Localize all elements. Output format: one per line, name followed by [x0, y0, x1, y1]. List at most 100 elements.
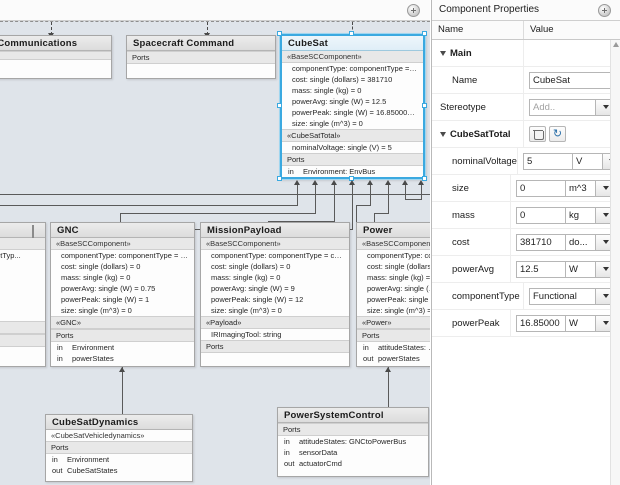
port-label: Environment: EnvBus	[303, 167, 376, 176]
port-label: CubeSatStates	[67, 466, 118, 475]
port-direction: in	[52, 455, 58, 464]
stereotype-field[interactable]: Add..	[529, 98, 596, 116]
property-row-powerpeak[interactable]: powerPeak 16.85000 W	[432, 310, 620, 337]
row-label-cell: CubeSatTotal	[432, 121, 524, 147]
arrow-up	[402, 180, 408, 185]
property-row-cost[interactable]: cost 381710 do...	[432, 229, 620, 256]
properties-column-header: Name Value	[432, 21, 620, 40]
selection-handle[interactable]	[422, 176, 427, 181]
trash-icon[interactable]	[529, 126, 546, 142]
property-row-main[interactable]: Main	[432, 40, 620, 67]
wire-segment	[356, 205, 371, 206]
wire-segment	[388, 367, 389, 407]
row-label: powerAvg	[452, 263, 495, 275]
port-direction: in	[363, 343, 369, 352]
block-spacecraft-command[interactable]: Spacecraft Command Ports	[126, 35, 276, 79]
wire-segment	[405, 185, 406, 199]
property-row-componenttype[interactable]: componentType Functional	[432, 283, 620, 310]
chevron-down-icon[interactable]	[440, 51, 446, 56]
size-unit[interactable]: m^3	[566, 179, 596, 197]
cost-field[interactable]: 381710	[516, 233, 566, 251]
properties-close-icon[interactable]	[598, 4, 611, 17]
block-stereotype-2: «Power»	[357, 316, 430, 329]
block-property: componentType: componentType = component…	[211, 251, 349, 260]
block-title	[0, 223, 45, 238]
arrow-up	[418, 180, 424, 185]
selection-handle[interactable]	[277, 176, 282, 181]
block-section	[0, 321, 45, 334]
poweravg-unit[interactable]: W	[566, 260, 596, 278]
block-ground-communications[interactable]: Ground Communications	[0, 35, 112, 79]
block-property: cost: single (dollars) = 0	[61, 262, 141, 271]
port-label: powerStates	[378, 354, 420, 363]
nominalvoltage-unit[interactable]: V	[572, 152, 603, 170]
row-label: Stereotype	[440, 101, 486, 113]
row-label-cell: nominalVoltage	[432, 148, 518, 174]
selection-handle[interactable]	[422, 103, 427, 108]
property-row-mass[interactable]: mass 0 kg	[432, 202, 620, 229]
poweravg-field[interactable]: 12.5	[516, 260, 566, 278]
row-value-cell: 16.85000 W	[511, 310, 620, 336]
block-cubesat[interactable]: CubeSat «BaseSCComponent» componentType:…	[280, 34, 425, 179]
block-power[interactable]: Power «BaseSCComponent» componentType: c…	[356, 222, 430, 367]
block-stereotype: «BaseSCComponent»	[282, 51, 423, 63]
block-property: IRImagingTool: string	[211, 330, 282, 339]
selection-handle[interactable]	[277, 31, 282, 36]
selection-handle[interactable]	[349, 31, 354, 36]
block-ports-header: Ports	[51, 329, 194, 342]
block-property: componentType: componentType = component…	[292, 64, 423, 73]
name-field[interactable]: CubeSat	[529, 71, 616, 89]
block-missionpayload[interactable]: MissionPayload «BaseSCComponent» compone…	[200, 222, 350, 367]
block-cubesatdynamics[interactable]: CubeSatDynamics «CubeSatVehicledynamics»…	[45, 414, 193, 482]
property-row-size[interactable]: size 0 m^3	[432, 175, 620, 202]
block-gnc[interactable]: GNC «BaseSCComponent» componentType: com…	[50, 222, 195, 367]
row-label-cell: mass	[432, 202, 511, 228]
block-stereotype: «CubeSatVehicledynamics»	[46, 430, 192, 441]
block-property: powerAvg: single (W) = 0.5	[367, 284, 430, 293]
chevron-down-icon[interactable]	[440, 132, 446, 137]
property-row-stereotype[interactable]: Stereotype Add..	[432, 94, 620, 121]
diagram-canvas[interactable]: Ground Communications Spacecraft Command…	[0, 21, 430, 485]
block-ports-header	[0, 334, 45, 347]
row-value-cell: Functional	[524, 283, 620, 309]
properties-scrollbar[interactable]	[610, 40, 620, 485]
selection-handle[interactable]	[277, 103, 282, 108]
wire-segment	[268, 221, 335, 222]
port-direction: in	[284, 448, 290, 457]
revert-icon[interactable]: ↻	[549, 126, 566, 142]
selection-handle[interactable]	[422, 31, 427, 36]
block-ports-header: Ports	[46, 441, 192, 454]
powerpeak-unit[interactable]: W	[566, 314, 596, 332]
port-label: CubeSatStates: CubeSatStatesBus	[303, 178, 421, 179]
mass-field[interactable]: 0	[516, 206, 566, 224]
port-label: actuatorCmd	[299, 459, 342, 468]
port-label: sensorData	[299, 448, 338, 457]
port-label: attitudeStates: GNCtoPowerBus	[299, 437, 407, 446]
arrow-up	[385, 180, 391, 185]
scroll-up-arrow-icon[interactable]	[613, 42, 619, 47]
property-row-poweravg[interactable]: powerAvg 12.5 W	[432, 256, 620, 283]
property-row-cubesattotal[interactable]: CubeSatTotal ↻	[432, 121, 620, 148]
powerpeak-field[interactable]: 16.85000	[516, 314, 566, 332]
componenttype-field[interactable]: Functional	[529, 287, 596, 305]
checkbox-icon[interactable]	[31, 225, 41, 238]
block-property: componentType: componentType = component…	[61, 251, 194, 260]
port-direction: out	[284, 459, 295, 468]
diagram-close-icon[interactable]	[407, 4, 420, 17]
nominalvoltage-field[interactable]: 5	[522, 152, 573, 170]
cost-unit[interactable]: do...	[566, 233, 596, 251]
block-body	[201, 353, 349, 366]
wire-segment	[315, 185, 316, 213]
mass-unit[interactable]: kg	[566, 206, 596, 224]
row-label-cell: Main	[432, 40, 524, 66]
property-row-name[interactable]: Name CubeSat	[432, 67, 620, 94]
row-label-cell: Name	[432, 67, 524, 93]
block-partial-left[interactable]: omponentTyp...	[0, 222, 46, 367]
property-row-nominalvoltage[interactable]: nominalVoltage 5 V	[432, 148, 620, 175]
size-field[interactable]: 0	[516, 179, 566, 197]
block-stereotype: «BaseSCComponent»	[201, 238, 349, 250]
block-body	[0, 60, 111, 78]
